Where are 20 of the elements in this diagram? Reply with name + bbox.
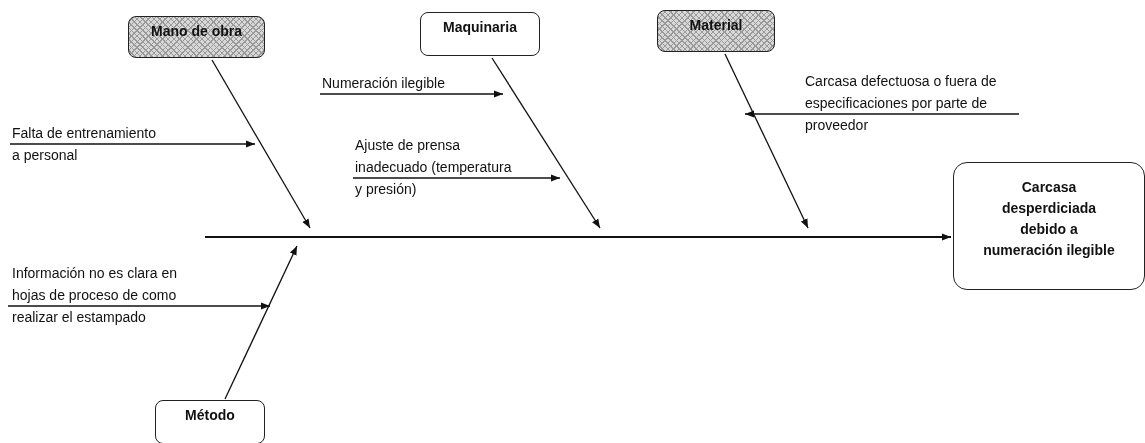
category-box: Maquinaria [420,12,540,56]
arrow [204,233,952,241]
arrow [491,57,601,229]
arrow [7,302,271,310]
cause-text: Falta de entrenamiento a personal [12,122,164,166]
category-box: Método [155,400,265,443]
arrow [744,110,1020,118]
arrow [224,245,298,400]
arrow [319,90,504,98]
cause-text: Ajuste de prensa inadecuado (temperatura y presión) [355,134,515,200]
cause-text: Numeración ilegible [322,72,445,94]
cause-text: Carcasa defectuosa o fuera de especificaciones por parte de proveedor [805,70,1015,136]
cause-text: Información no es clara en hojas de proceso de como realizar el estampado [12,262,187,328]
arrow [352,174,561,182]
arrow [9,140,256,148]
arrow [724,53,809,229]
effect-box: Carcasa desperdiciada debido a numeración ilegible [953,162,1145,290]
arrow [211,59,311,229]
category-box: Mano de obra [128,16,265,58]
category-box: Material [657,10,775,52]
